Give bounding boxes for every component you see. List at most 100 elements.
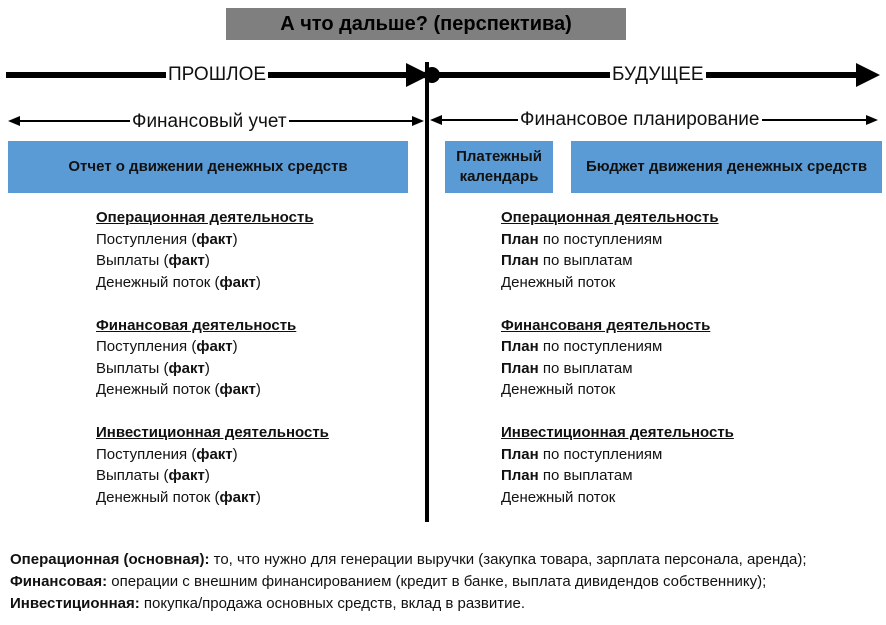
section-line: План по поступлениям (501, 229, 734, 251)
line-bold: факт (168, 252, 205, 269)
line-pre: Денежный поток ( (96, 273, 220, 291)
line-bold: факт (168, 359, 205, 377)
section-gap (501, 293, 734, 315)
line-post: по поступлениям (538, 338, 663, 355)
future-arrowhead (856, 63, 880, 87)
section-line: Денежный поток (факт) (96, 487, 329, 509)
planning-range-right-head (866, 115, 878, 125)
diagram-title: А что дальше? (перспектива) (226, 8, 626, 40)
section-heading: Финансовая деятельность (96, 316, 297, 334)
line-bold: План (501, 230, 539, 248)
footnote-term: Инвестиционная: (10, 595, 140, 612)
section-heading: Финансованя деятельность (501, 316, 711, 334)
section-line: Денежный поток (факт) (96, 379, 329, 401)
section-line: Денежный поток (501, 379, 734, 401)
footnote-line: Операционная (основная): то, что нужно д… (10, 549, 807, 571)
line-post: ) (204, 467, 210, 484)
line-post: ) (232, 445, 238, 463)
payment-calendar-line2: календарь (459, 168, 539, 185)
line-pre: Поступления ( (96, 338, 197, 355)
line-post: по поступлениям (538, 445, 663, 463)
financial-accounting-label: Финансовый учет (130, 111, 289, 132)
line-post: ) (232, 230, 238, 248)
section-heading: Инвестиционная деятельность (96, 424, 329, 441)
future-label: БУДУЩЕЕ (610, 64, 706, 85)
line-post: по выплатам (538, 252, 633, 269)
line-post: ) (204, 252, 210, 269)
section-gap (501, 401, 734, 423)
section-line: План по выплатам (501, 358, 734, 380)
footnote-text: покупка/продажа основных средств, вклад … (139, 595, 526, 612)
section-heading: Инвестиционная деятельность (501, 424, 734, 441)
accounting-range-right-head (412, 116, 424, 126)
section-line: Денежный поток (501, 272, 734, 294)
line-bold: факт (196, 230, 233, 248)
section-heading: Операционная деятельность (501, 209, 719, 226)
section-line: Денежный поток (факт) (96, 272, 329, 294)
cash-flow-statement-box: Отчет о движении денежных средств (8, 141, 408, 193)
section-heading: Операционная деятельность (96, 209, 314, 226)
footnote-text: то, что нужно для генерации выручки (зак… (209, 551, 807, 568)
planning-range-left-head (430, 115, 442, 125)
line-pre: Денежный поток ( (96, 381, 220, 398)
footnote-line: Финансовая: операции с внешним финансиро… (10, 571, 807, 593)
cash-flow-statement-text: Отчет о движении денежных средств (68, 157, 348, 175)
section-line: План по поступлениям (501, 444, 734, 466)
line-bold: факт (219, 381, 256, 398)
footnote-term: Операционная (основная): (10, 551, 210, 568)
section-line: Поступления (факт) (96, 444, 329, 466)
payment-calendar-box: Платежный календарь (445, 141, 553, 193)
financial-planning-label: Финансовое планирование (518, 109, 762, 130)
section-line: Денежный поток (501, 487, 734, 509)
line-pre: Денежный поток (501, 488, 616, 506)
line-bold: факт (168, 467, 205, 484)
line-bold: факт (219, 273, 256, 291)
line-bold: План (501, 252, 539, 269)
section-line: План по выплатам (501, 250, 734, 272)
footnotes: Операционная (основная): то, что нужно д… (10, 549, 807, 615)
section-gap (96, 401, 329, 423)
line-post: по выплатам (538, 359, 633, 377)
line-post: ) (204, 359, 210, 377)
section-line: Поступления (факт) (96, 229, 329, 251)
line-post: ) (255, 381, 261, 398)
cash-flow-budget-box: Бюджет движения денежных средств (571, 141, 882, 193)
line-pre: Поступления ( (96, 230, 197, 248)
past-arrowhead (406, 63, 430, 87)
section-line: Поступления (факт) (96, 336, 329, 358)
payment-calendar-line1: Платежный (456, 147, 542, 165)
line-bold: факт (196, 445, 233, 463)
section-line: План по выплатам (501, 465, 734, 487)
line-bold: факт (219, 488, 256, 506)
line-pre: Денежный поток (501, 381, 616, 398)
line-pre: Денежный поток ( (96, 488, 220, 506)
line-bold: факт (196, 338, 233, 355)
cash-flow-budget-text: Бюджет движения денежных средств (585, 157, 868, 175)
section-line: Выплаты (факт) (96, 465, 329, 487)
line-pre: Выплаты ( (96, 359, 169, 377)
line-bold: План (501, 445, 539, 463)
line-post: ) (255, 273, 261, 291)
line-pre: Поступления ( (96, 445, 197, 463)
line-pre: Выплаты ( (96, 467, 169, 484)
line-pre: Денежный поток (501, 273, 616, 291)
section-line: План по поступлениям (501, 336, 734, 358)
section-gap (96, 293, 329, 315)
section-line: Выплаты (факт) (96, 358, 329, 380)
line-bold: План (501, 359, 539, 377)
line-post: по поступлениям (538, 230, 663, 248)
footnote-term: Финансовая: (10, 573, 108, 590)
footnote-line: Инвестиционная: покупка/продажа основных… (10, 593, 807, 615)
section-line: Выплаты (факт) (96, 250, 329, 272)
line-post: ) (232, 338, 238, 355)
line-bold: План (501, 467, 539, 484)
line-post: по выплатам (538, 467, 633, 484)
line-post: ) (255, 488, 261, 506)
line-bold: План (501, 338, 539, 355)
past-label: ПРОШЛОЕ (166, 64, 269, 85)
footnote-text: операции с внешним финансированием (кред… (107, 573, 767, 590)
line-pre: Выплаты ( (96, 252, 169, 269)
accounting-range-left-head (8, 116, 20, 126)
